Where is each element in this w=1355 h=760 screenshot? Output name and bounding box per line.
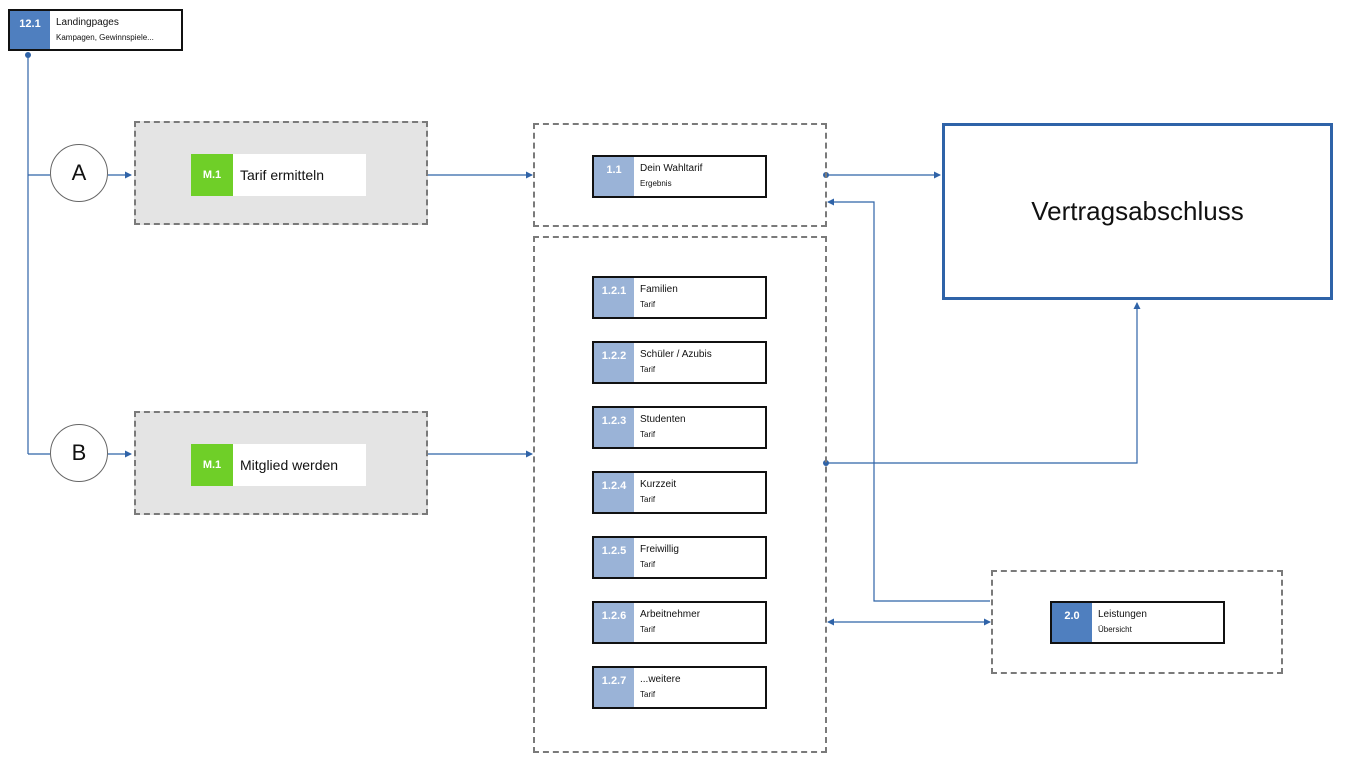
node-number: 1.2.4	[594, 473, 634, 512]
arrow-tarife-goal	[826, 302, 1141, 464]
node-landingpages[interactable]: 12.1 Landingpages Kampagen, Gewinnspiele…	[8, 9, 183, 51]
group-leistungen: 2.0 Leistungen Übersicht	[991, 570, 1283, 674]
node-subtitle: Tarif	[640, 430, 656, 439]
entry-circle-b[interactable]: B	[50, 424, 108, 482]
node-number: 1.1	[594, 157, 634, 196]
node-title: Schüler / Azubis	[640, 349, 712, 360]
entry-circle-a[interactable]: A	[50, 144, 108, 202]
module-group-mitglied: M.1 Mitglied werden	[134, 411, 428, 515]
node-number: 1.2.5	[594, 538, 634, 577]
node-subtitle: Übersicht	[1098, 625, 1132, 634]
junction-dot	[25, 52, 31, 58]
node-subtitle: Ergebnis	[640, 179, 672, 188]
circle-label: A	[71, 160, 87, 185]
node-subtitle: Kampagen, Gewinnspiele...	[56, 33, 154, 42]
module-tag: M.1	[191, 154, 233, 196]
node-title: Landingpages	[56, 17, 119, 28]
node-subtitle: Tarif	[640, 625, 656, 634]
node-subtitle: Tarif	[640, 365, 656, 374]
module-tarif-ermitteln[interactable]: M.1 Tarif ermitteln	[191, 154, 366, 196]
node-subtitle: Tarif	[640, 495, 656, 504]
node-wahltarif[interactable]: 1.1 Dein Wahltarif Ergebnis	[592, 155, 767, 198]
goal-vertragsabschluss[interactable]: Vertragsabschluss	[942, 123, 1333, 300]
node-number: 1.2.1	[594, 278, 634, 317]
node-title: ...weitere	[640, 674, 681, 685]
node-title: Studenten	[640, 414, 686, 425]
node-subtitle: Tarif	[640, 560, 656, 569]
node-number: 1.2.7	[594, 668, 634, 707]
arrow-leistungen-wahltarif	[827, 198, 990, 602]
module-label: Tarif ermitteln	[240, 167, 325, 183]
node-title: Familien	[640, 284, 678, 295]
node-subtitle: Tarif	[640, 300, 656, 309]
node-subtitle: Tarif	[640, 690, 656, 699]
module-group-tarif: M.1 Tarif ermitteln	[134, 121, 428, 225]
node-number: 1.2.2	[594, 343, 634, 382]
node-title: Leistungen	[1098, 609, 1147, 620]
group-wahltarif: 1.1 Dein Wahltarif Ergebnis	[533, 123, 827, 227]
node-number: 12.1	[10, 11, 50, 49]
node-leistungen[interactable]: 2.0 Leistungen Übersicht	[1050, 601, 1225, 644]
goal-label: Vertragsabschluss	[1031, 196, 1244, 226]
node-number: 1.2.6	[594, 603, 634, 642]
node-number: 1.2.3	[594, 408, 634, 447]
node-title: Freiwillig	[640, 544, 679, 555]
module-label: Mitglied werden	[240, 457, 339, 473]
node-title: Dein Wahltarif	[640, 163, 703, 174]
node-title: Arbeitnehmer	[640, 609, 701, 620]
module-mitglied-werden[interactable]: M.1 Mitglied werden	[191, 444, 366, 486]
module-tag: M.1	[191, 444, 233, 486]
circle-label: B	[71, 440, 87, 465]
node-number: 2.0	[1052, 603, 1092, 642]
node-title: Kurzzeit	[640, 479, 677, 490]
